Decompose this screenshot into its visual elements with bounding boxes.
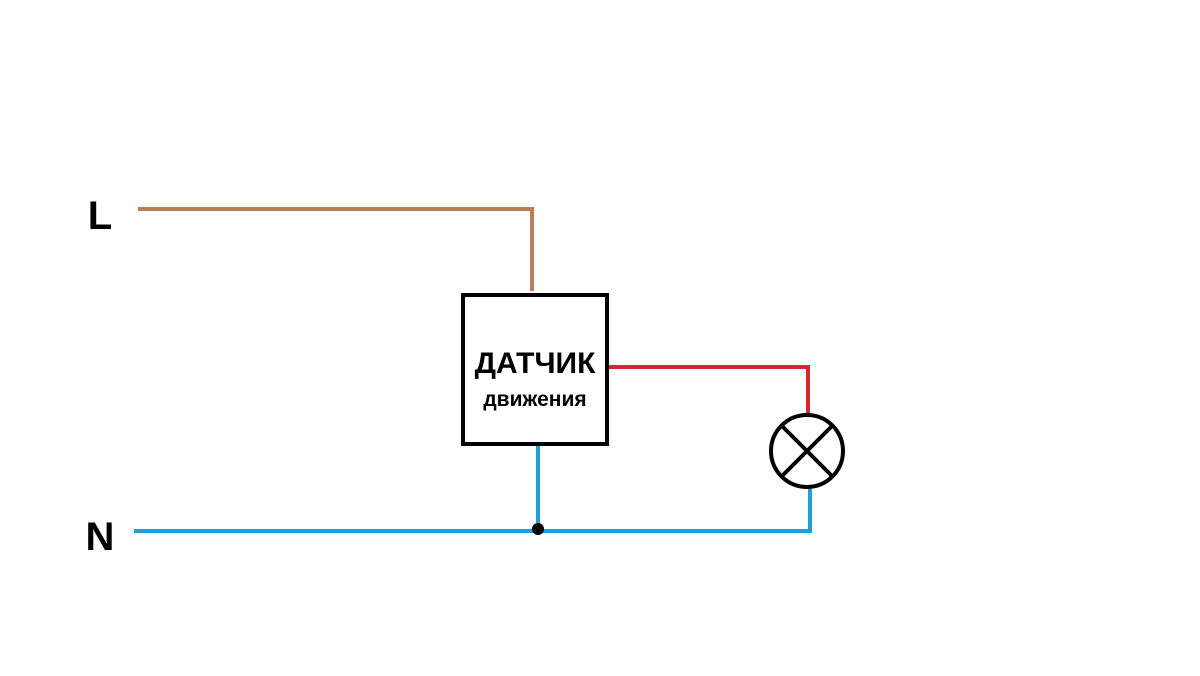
lamp-icon [769, 413, 845, 489]
motion-sensor-box [461, 293, 609, 446]
junction-dot [532, 523, 544, 535]
sensor-subtitle: движения [483, 388, 586, 411]
sensor-title: ДАТЧИК [475, 347, 597, 380]
neutral-wire [134, 489, 812, 533]
live-wire [138, 207, 534, 291]
live-label: L [88, 194, 112, 238]
neutral-label: N [86, 515, 115, 559]
switched-wire [608, 365, 810, 413]
